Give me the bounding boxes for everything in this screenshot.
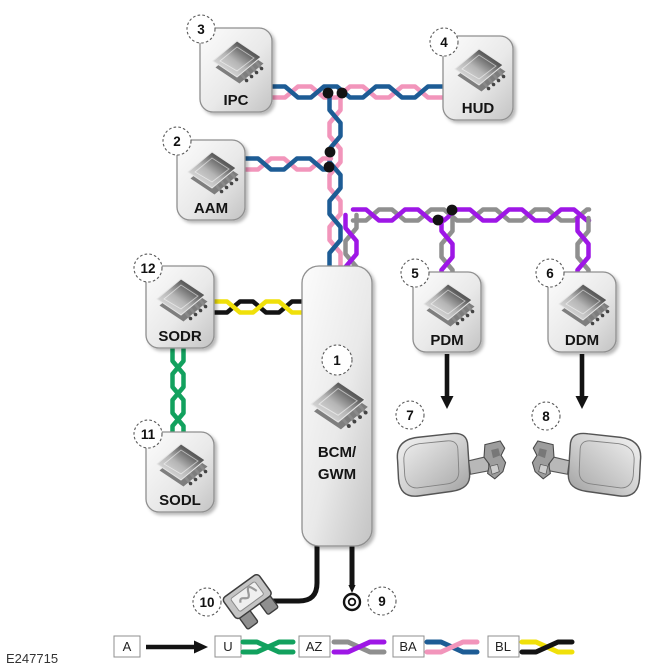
legend-code-az: AZ [306, 639, 323, 654]
callout-8 [531, 401, 561, 431]
module-sodr: SODR 12 [133, 253, 215, 349]
callout-4-number: 4 [440, 35, 448, 50]
module-sodl-label: SODL [159, 492, 201, 509]
callout-3-number: 3 [197, 22, 205, 37]
callout-2-number: 2 [173, 134, 181, 149]
wire-ba-trunk-bcm-wire-2 [327, 94, 343, 270]
wire-ba-ipc-hud-wire-1 [269, 84, 446, 100]
legend-box-az [298, 635, 331, 658]
wire-az-ddm-drop-wire-1 [575, 215, 591, 276]
wire-az-pdm-drop-wire-1 [439, 215, 455, 276]
callout-6-number: 6 [546, 266, 554, 281]
callout-2 [162, 126, 192, 156]
callout-1 [321, 344, 353, 376]
wire-az-pdm-drop-wire-2 [439, 215, 455, 276]
figure-id: E247715 [6, 651, 58, 666]
callout-12-number: 12 [140, 261, 155, 276]
legend-arrow-a-head [194, 640, 208, 654]
wire-bl-sodr-bcm-wire-1 [211, 299, 306, 315]
wire-u-sodr-sodl-wire-1 [170, 345, 186, 436]
callout-7-number: 7 [406, 408, 414, 423]
module-bcm-label-line2: GWM [318, 466, 356, 483]
junction-dot [432, 214, 444, 226]
ground-eyelet-icon [342, 592, 362, 612]
legend-sym-az-wire-2 [331, 639, 387, 655]
junction-dot [336, 87, 348, 99]
callout-4 [429, 27, 459, 57]
callout-12 [133, 253, 163, 283]
module-bcm-gwm: 1 BCM/ GWM [301, 265, 373, 547]
legend-sym-bl-wire-2 [519, 639, 575, 655]
callout-5 [400, 258, 430, 288]
wire-az-bcm-rise-wire-2 [343, 212, 359, 270]
wire-bcm-to-fuse [268, 542, 320, 604]
wire-az-main-wire-1 [350, 207, 592, 223]
callout-1-number: 1 [333, 353, 341, 368]
module-pdm-label: PDM [430, 332, 463, 349]
module-ddm: DDM 6 [535, 258, 617, 353]
legend-box-u [214, 635, 242, 658]
arrow-ddm-mirror-head [575, 396, 589, 409]
arrow-pdm-mirror-head [440, 396, 454, 409]
callout-7 [395, 400, 425, 430]
mirror-right: 8 [531, 401, 642, 497]
module-hud: HUD 4 [429, 27, 514, 121]
legend-box-bl [487, 635, 520, 658]
wire-az-bcm-rise-wire-1 [343, 212, 359, 270]
legend-code-a: A [123, 639, 132, 654]
callout-9 [367, 586, 397, 616]
module-ddm-label: DDM [565, 332, 599, 349]
junction-dot [446, 204, 458, 216]
module-sodr-label: SODR [158, 328, 202, 345]
mirror-left: 7 [395, 400, 507, 497]
wire-ba-trunk-bcm-wire-1 [327, 94, 343, 270]
module-bcm-label-line1: BCM/ [318, 444, 357, 461]
callout-3 [186, 14, 216, 44]
callout-11 [133, 419, 163, 449]
callout-5-number: 5 [411, 266, 419, 281]
legend-code-ba: BA [399, 639, 417, 654]
module-aam: AAM 2 [162, 126, 246, 221]
wire-bcm-to-ground-head [348, 585, 356, 593]
module-sodl: SODL 11 [133, 419, 215, 513]
module-ipc: IPC 3 [186, 14, 273, 113]
junction-dot [323, 161, 335, 173]
wire-az-ddm-drop-wire-2 [575, 215, 591, 276]
junction-dot [322, 87, 334, 99]
legend-symbols [146, 639, 575, 655]
callout-9-number: 9 [378, 594, 386, 609]
callout-11-number: 11 [141, 427, 156, 442]
legend-box-ba [392, 635, 425, 658]
legend-box-a [113, 635, 141, 658]
legend-sym-ba-wire-2 [424, 639, 480, 655]
callout-10-number: 10 [199, 595, 214, 610]
legend-code-u: U [223, 639, 232, 654]
wire-ba-ipc-hud-wire-2 [269, 84, 446, 100]
callout-6 [535, 258, 565, 288]
module-ipc-label: IPC [223, 92, 248, 109]
module-aam-label: AAM [194, 200, 228, 217]
module-hud-label: HUD [462, 100, 495, 117]
fuse-icon [222, 573, 279, 630]
junction-dot [324, 146, 336, 158]
legend-code-bl: BL [495, 639, 511, 654]
wire-ba-aam-wire-1 [242, 156, 334, 172]
callout-8-number: 8 [542, 409, 550, 424]
module-pdm: PDM 5 [400, 258, 482, 353]
callout-10 [192, 587, 222, 617]
legend-sym-u-wire-2 [240, 639, 296, 655]
wire-layer [170, 84, 592, 604]
legend: A U AZ BA BL [113, 635, 575, 658]
